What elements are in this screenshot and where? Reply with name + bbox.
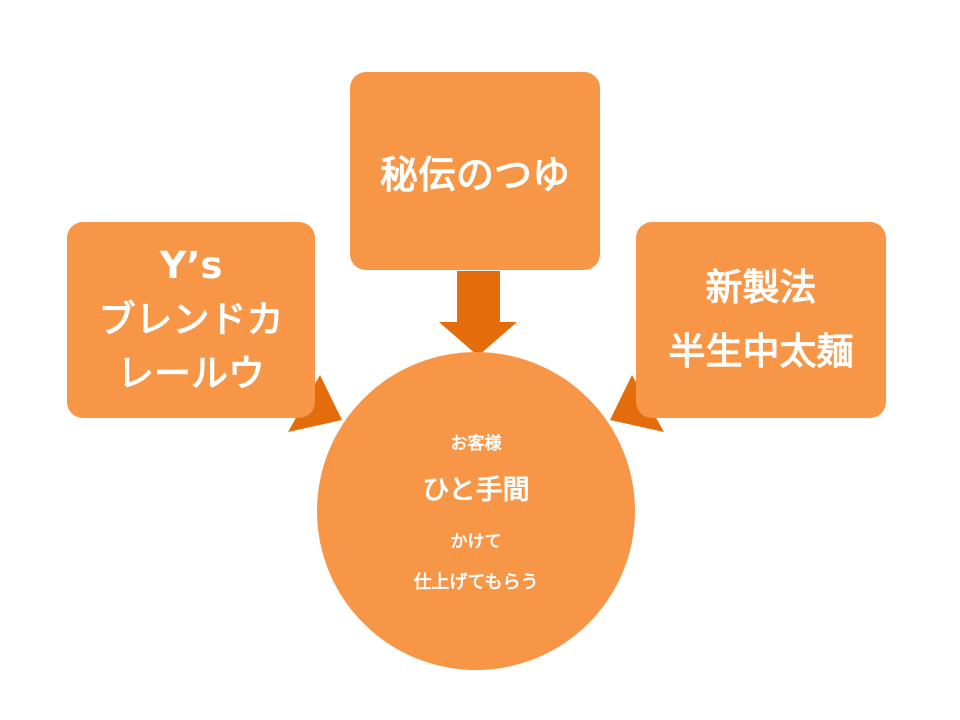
center-line-4: 仕上げてもらう	[413, 571, 539, 593]
node-box-left: Y’s ブレンドカ レールウ	[67, 222, 315, 418]
center-line-3: かけて	[450, 531, 502, 552]
node-right-line-2: 半生中太麺	[668, 330, 854, 373]
node-box-right: 新製法 半生中太麺	[636, 222, 886, 418]
node-top-line-1: 秘伝のつゆ	[379, 152, 570, 197]
arrow-top	[439, 271, 517, 356]
node-box-top: 秘伝のつゆ	[350, 72, 600, 270]
center-line-1: お客様	[450, 433, 502, 454]
node-left-line-1: Y’s	[159, 244, 223, 287]
node-left-line-3: レールウ	[117, 352, 265, 395]
node-circle-center: お客様 ひと手間 かけて 仕上げてもらう	[317, 352, 635, 670]
node-right-line-1: 新製法	[705, 266, 817, 309]
center-line-2: ひと手間	[422, 474, 530, 506]
node-left-line-2: ブレンドカ	[98, 298, 284, 341]
